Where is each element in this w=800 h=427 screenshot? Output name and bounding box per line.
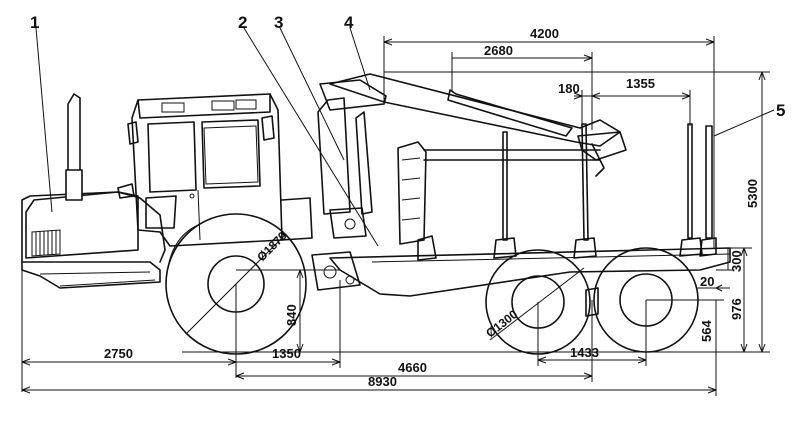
dim-5300: 5300 — [745, 179, 760, 208]
dimension-lines — [21, 36, 770, 396]
dim-564: 564 — [699, 320, 714, 342]
callout-leaders — [35, 27, 775, 247]
dim-2680: 2680 — [484, 43, 513, 58]
callout-5: 5 — [776, 101, 785, 120]
dim-20: 20 — [700, 274, 714, 289]
dim-4660: 4660 — [398, 360, 427, 375]
headboard — [397, 141, 601, 261]
engine-hood — [25, 93, 139, 259]
dim-1350: 1350 — [272, 346, 301, 361]
dim-front-wheel-diameter: Ø1870 — [254, 229, 290, 265]
dim-976: 976 — [729, 298, 744, 320]
dim-8930: 8930 — [368, 374, 397, 389]
dim-4200: 4200 — [530, 26, 559, 41]
dim-300: 300 — [729, 250, 744, 272]
dim-rear-wheel-diameter: Ø1300 — [483, 307, 520, 340]
stakes — [493, 123, 717, 259]
callout-2: 2 — [238, 13, 247, 32]
dim-840: 840 — [284, 304, 299, 326]
dim-1433: 1433 — [570, 345, 599, 360]
chassis — [21, 191, 731, 297]
dim-180: 180 — [558, 81, 580, 96]
cab — [127, 93, 313, 247]
dim-2750: 2750 — [104, 346, 133, 361]
callout-4: 4 — [344, 13, 354, 32]
callout-1: 1 — [30, 13, 39, 32]
crane — [317, 73, 627, 239]
callout-3: 3 — [274, 13, 283, 32]
dim-1355: 1355 — [626, 76, 655, 91]
